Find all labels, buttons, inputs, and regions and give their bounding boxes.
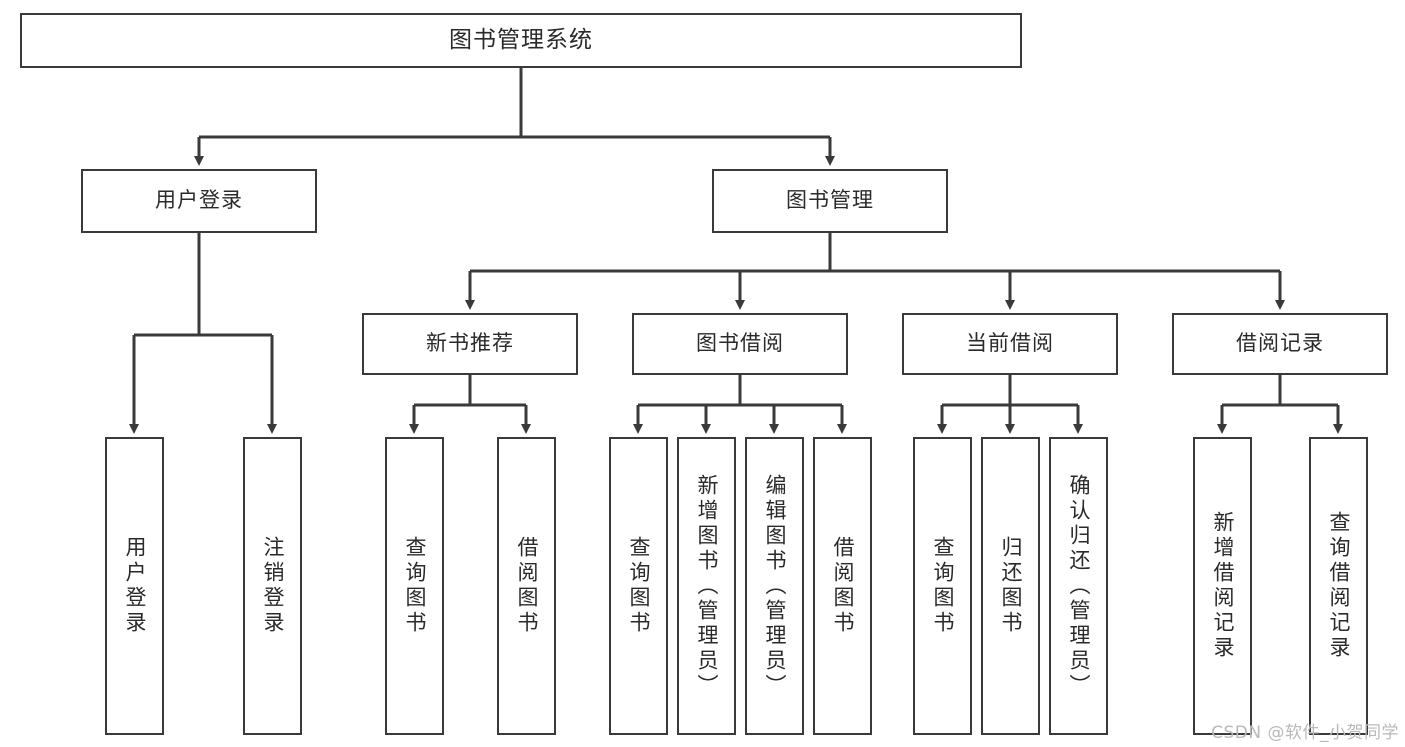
node-root-label: 图书管理系统: [449, 27, 593, 54]
leaf-book-borrow-query-book[interactable]: 查询图书: [609, 437, 668, 735]
node-book-management-label: 图书管理: [786, 188, 874, 213]
node-borrow-record-label: 借阅记录: [1236, 331, 1324, 356]
leaf-label: 归还图书: [999, 536, 1023, 636]
node-book-management[interactable]: 图书管理: [712, 169, 948, 233]
leaf-borrow-record-query-record[interactable]: 查询借阅记录: [1309, 437, 1368, 735]
node-new-book-recommend[interactable]: 新书推荐: [362, 313, 578, 375]
node-book-borrow[interactable]: 图书借阅: [632, 313, 848, 375]
leaf-user-login-logout[interactable]: 注销登录: [243, 437, 302, 735]
leaf-label: 新增借阅记录: [1211, 511, 1235, 661]
leaf-label: 查询图书: [403, 536, 427, 636]
leaf-label: 编辑图书（管理员）: [763, 473, 787, 699]
leaf-current-borrow-return-book[interactable]: 归还图书: [981, 437, 1040, 735]
node-current-borrow-label: 当前借阅: [966, 331, 1054, 356]
leaf-label: 注销登录: [261, 536, 285, 636]
leaf-new-book-borrow-book[interactable]: 借阅图书: [497, 437, 556, 735]
node-user-login[interactable]: 用户登录: [81, 169, 317, 233]
node-user-login-label: 用户登录: [155, 188, 243, 213]
node-current-borrow[interactable]: 当前借阅: [902, 313, 1118, 375]
node-new-book-recommend-label: 新书推荐: [426, 331, 514, 356]
leaf-label: 借阅图书: [515, 536, 539, 636]
leaf-label: 确认归还（管理员）: [1067, 473, 1091, 699]
leaf-label: 查询借阅记录: [1327, 511, 1351, 661]
leaf-borrow-record-add-record[interactable]: 新增借阅记录: [1193, 437, 1252, 735]
leaf-current-borrow-query-book[interactable]: 查询图书: [913, 437, 972, 735]
leaf-book-borrow-borrow-book[interactable]: 借阅图书: [813, 437, 872, 735]
leaf-label: 借阅图书: [831, 536, 855, 636]
leaf-user-login-login[interactable]: 用户登录: [105, 437, 164, 735]
node-borrow-record[interactable]: 借阅记录: [1172, 313, 1388, 375]
leaf-label: 新增图书（管理员）: [695, 473, 719, 699]
node-root[interactable]: 图书管理系统: [20, 13, 1022, 68]
node-book-borrow-label: 图书借阅: [696, 331, 784, 356]
watermark: CSDN @软件_小贺同学: [1211, 723, 1399, 743]
leaf-label: 用户登录: [123, 536, 147, 636]
leaf-new-book-query-book[interactable]: 查询图书: [385, 437, 444, 735]
leaf-book-borrow-add-book[interactable]: 新增图书（管理员）: [677, 437, 736, 735]
leaf-label: 查询图书: [931, 536, 955, 636]
leaf-book-borrow-edit-book[interactable]: 编辑图书（管理员）: [745, 437, 804, 735]
leaf-current-borrow-confirm-return[interactable]: 确认归还（管理员）: [1049, 437, 1108, 735]
leaf-label: 查询图书: [627, 536, 651, 636]
